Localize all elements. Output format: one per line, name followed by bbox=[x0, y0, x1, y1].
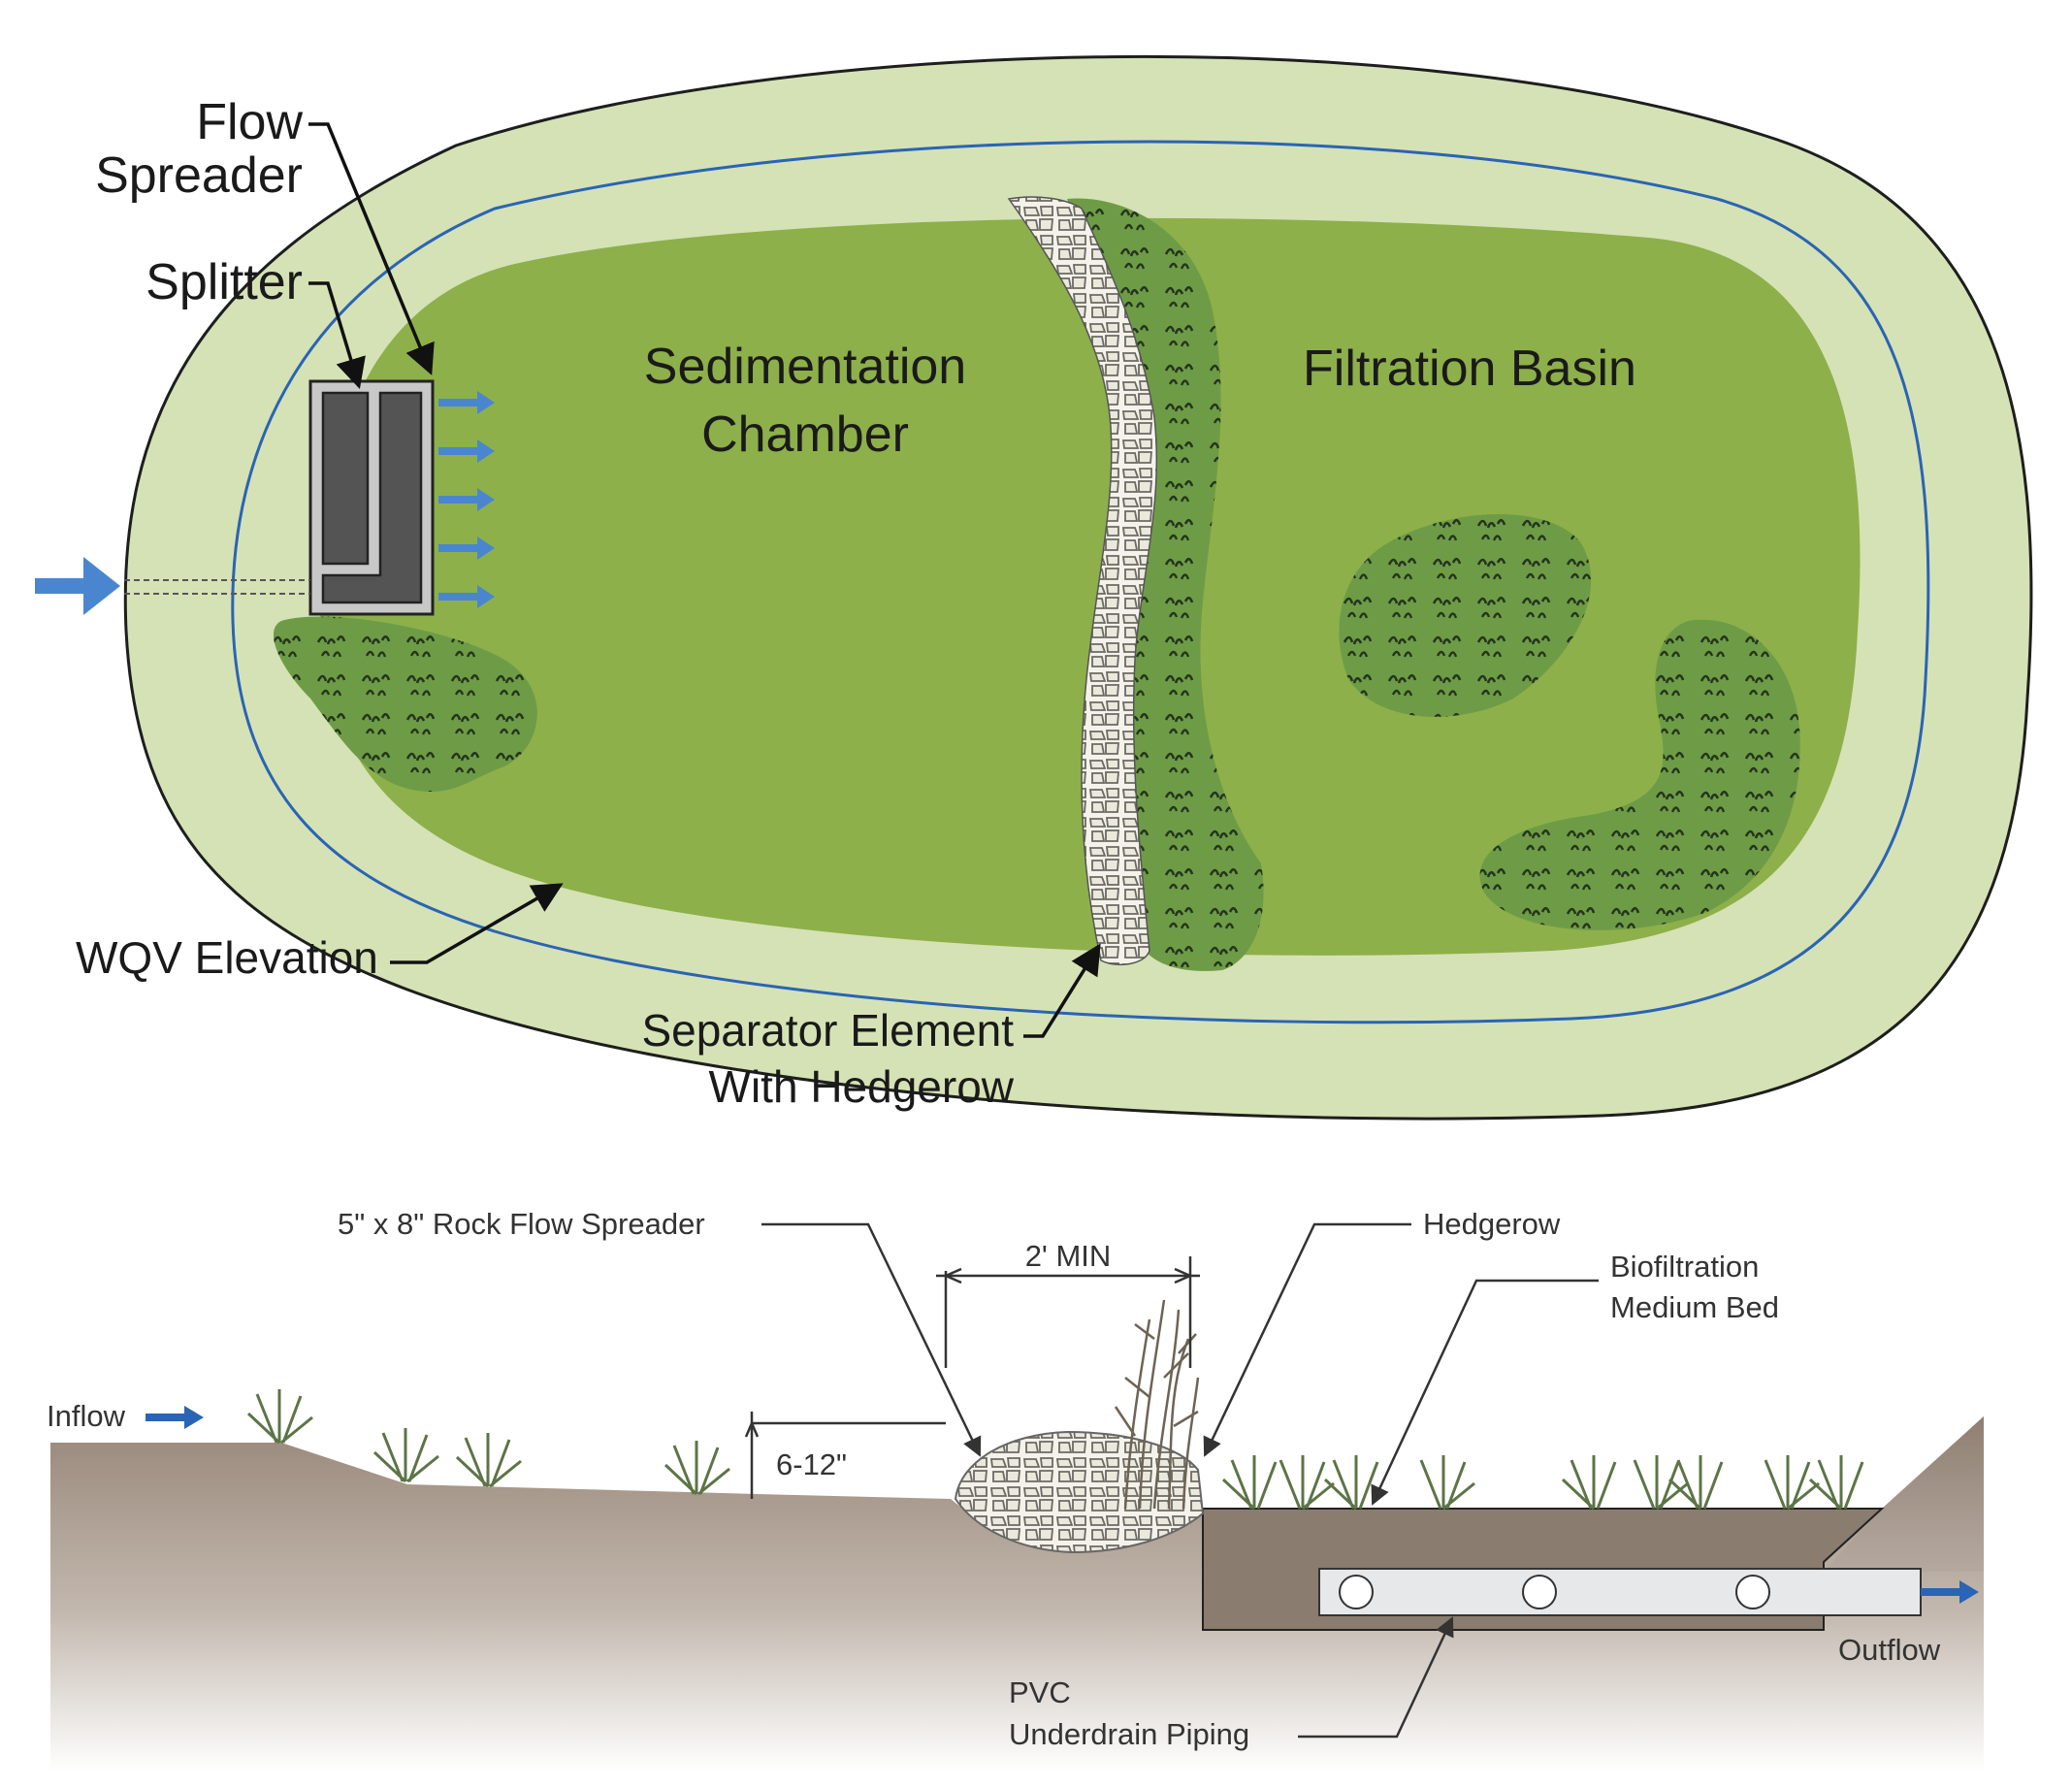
right-bank bbox=[1824, 1416, 1984, 1572]
section-outflow-arrow bbox=[1921, 1580, 1979, 1604]
filtration-basin-label: Filtration Basin bbox=[1303, 341, 1636, 397]
rock-flow-spreader-label: 5" x 8" Rock Flow Spreader bbox=[338, 1207, 705, 1241]
pvc-leader bbox=[1298, 1616, 1454, 1739]
biofiltration-label-line1: Biofiltration bbox=[1610, 1250, 1759, 1284]
section-view: 2' MIN 6-12" Inflow Outflow 5" x 8" Rock… bbox=[47, 1207, 1984, 1772]
hedgerow-label: Hedgerow bbox=[1423, 1207, 1561, 1241]
section-inflow-arrow bbox=[146, 1406, 204, 1429]
flow-spreader-label-line2: Spreader bbox=[95, 147, 303, 204]
plan-inflow-arrow bbox=[35, 557, 310, 615]
min-width-dimension bbox=[936, 1256, 1200, 1368]
hedgerow-tufts-plan bbox=[1067, 198, 1264, 971]
separator-label-line1: Separator Element bbox=[641, 1005, 1014, 1056]
splitter-label: Splitter bbox=[146, 254, 303, 310]
flow-splitter-box bbox=[308, 379, 435, 616]
wqv-elevation-label: WQV Elevation bbox=[76, 932, 378, 983]
splitter-leader bbox=[308, 281, 366, 390]
min-width-label: 2' MIN bbox=[1025, 1239, 1112, 1273]
plant-tufts-left bbox=[273, 616, 537, 792]
spreader-arrows bbox=[438, 391, 495, 608]
outflow-label: Outflow bbox=[1838, 1633, 1941, 1667]
rock-flow-spreader-leader bbox=[761, 1222, 982, 1457]
depth-dimension bbox=[744, 1412, 946, 1499]
separator-label-line2: With Hedgerow bbox=[709, 1061, 1015, 1112]
rock-separator-plan bbox=[1007, 196, 1158, 966]
flow-spreader-leader bbox=[308, 122, 435, 375]
inflow-label: Inflow bbox=[47, 1399, 126, 1433]
plant-tufts-right bbox=[1479, 619, 1800, 930]
wqv-elevation-leader bbox=[390, 883, 564, 964]
pvc-underdrain-pipe bbox=[1318, 1568, 1922, 1616]
hedgerow-leader bbox=[1203, 1222, 1411, 1457]
rock-flow-spreader-section bbox=[954, 1430, 1205, 1554]
plan-view: Flow Spreader Splitter Sedimentation Cha… bbox=[35, 54, 2033, 1121]
depth-label: 6-12" bbox=[776, 1447, 847, 1481]
basin-surface bbox=[320, 217, 1861, 956]
biofiltration-leader bbox=[1371, 1279, 1599, 1506]
pvc-label-line2: Underdrain Piping bbox=[1009, 1717, 1249, 1751]
soil-profile bbox=[50, 1416, 1984, 1772]
grass-tufts bbox=[246, 1389, 1864, 1511]
sedimentation-label-line1: Sedimentation bbox=[644, 339, 966, 395]
plant-tufts-center bbox=[1339, 514, 1592, 717]
separator-leader bbox=[1023, 943, 1101, 1038]
hedgerow-shrub bbox=[1114, 1299, 1200, 1510]
wqv-elevation-line bbox=[231, 140, 1930, 1024]
flow-spreader-label-line1: Flow bbox=[196, 94, 303, 150]
biofiltration-label-line2: Medium Bed bbox=[1610, 1290, 1779, 1324]
sedimentation-label-line2: Chamber bbox=[701, 406, 909, 463]
pvc-label-line1: PVC bbox=[1009, 1675, 1071, 1709]
